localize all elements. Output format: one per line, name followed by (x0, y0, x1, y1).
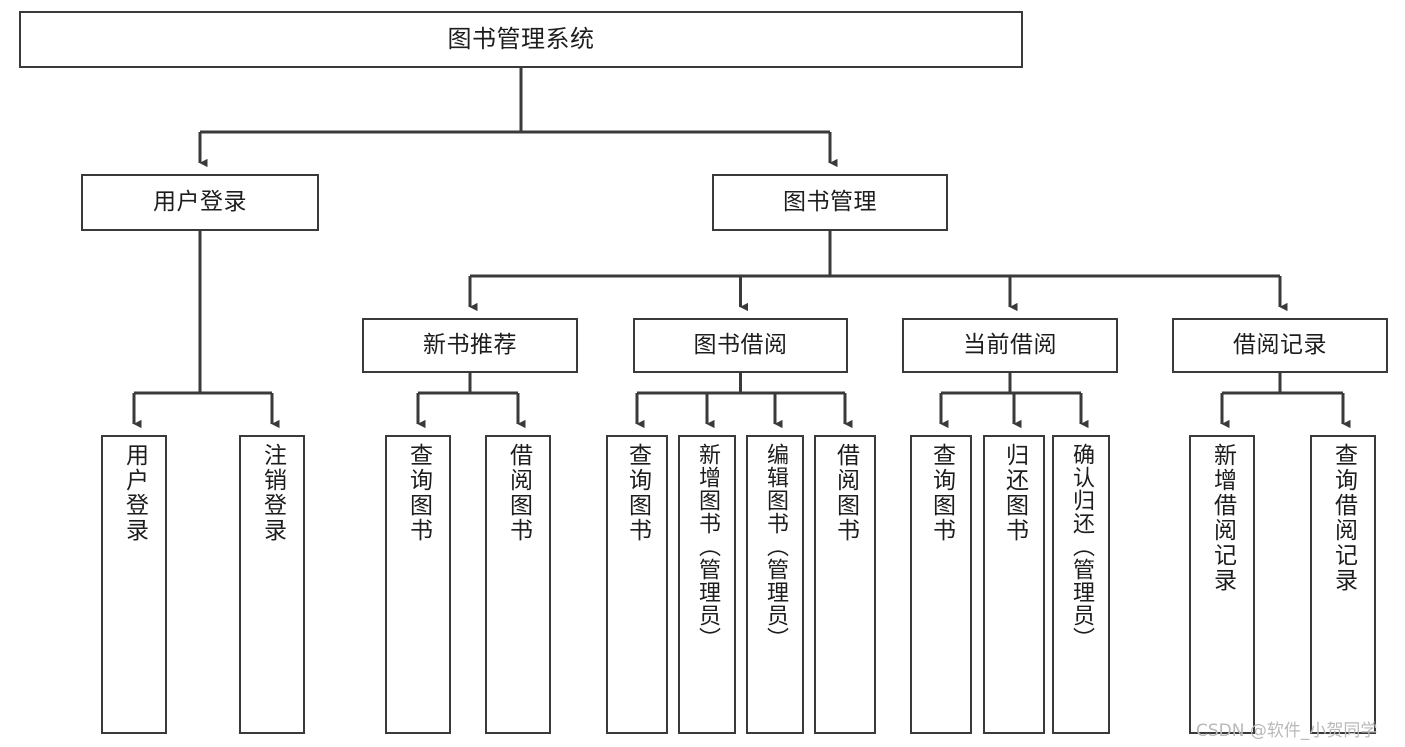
node-label: 用户登录 (153, 188, 247, 215)
node-leaf-user-login[interactable]: 用户登录 (101, 435, 167, 734)
node-leaf-nb-borrow[interactable]: 借阅图书 (485, 435, 551, 734)
node-leaf-cb-return[interactable]: 归还图书 (983, 435, 1045, 734)
csdn-watermark: CSDN @软件_小贺同学 (1196, 721, 1378, 741)
node-label: 图书借阅 (693, 331, 788, 358)
node-label: 当前借阅 (963, 331, 1057, 358)
node-root[interactable]: 图书管理系统 (19, 11, 1023, 68)
node-label: 借阅记录 (1233, 331, 1327, 358)
node-leaf-bb-query[interactable]: 查询图书 (606, 435, 668, 734)
node-label: 查询图书 (405, 443, 432, 543)
node-leaf-nb-query[interactable]: 查询图书 (385, 435, 451, 734)
node-leaf-bb-borrow[interactable]: 借阅图书 (814, 435, 876, 734)
node-label: 借阅图书 (505, 443, 532, 543)
node-label: 借阅图书 (832, 443, 859, 543)
node-label: 图书管理 (783, 188, 877, 215)
node-leaf-bb-edit[interactable]: 编辑图书（管理员） (746, 435, 804, 734)
node-borrow-record[interactable]: 借阅记录 (1172, 318, 1388, 373)
node-leaf-cb-confirm[interactable]: 确认归还（管理员） (1052, 435, 1110, 734)
node-book-manage[interactable]: 图书管理 (712, 174, 948, 231)
node-label: 新增借阅记录 (1209, 443, 1236, 593)
node-label: 确认归还（管理员） (1069, 443, 1094, 650)
node-user-login[interactable]: 用户登录 (81, 174, 319, 231)
node-label: 查询图书 (928, 443, 955, 543)
node-label: 新书推荐 (423, 331, 517, 358)
node-current-borrow[interactable]: 当前借阅 (902, 318, 1118, 373)
node-label: 用户登录 (121, 443, 148, 543)
node-label: 注销登录 (259, 443, 286, 543)
node-label: 查询图书 (624, 443, 651, 543)
node-book-borrow[interactable]: 图书借阅 (633, 318, 848, 373)
node-label: 归还图书 (1001, 443, 1028, 543)
node-leaf-cb-query[interactable]: 查询图书 (910, 435, 972, 734)
node-label: 编辑图书（管理员） (763, 443, 788, 650)
node-leaf-bb-add[interactable]: 新增图书（管理员） (678, 435, 736, 734)
node-leaf-br-add[interactable]: 新增借阅记录 (1189, 435, 1255, 734)
node-leaf-br-query[interactable]: 查询借阅记录 (1310, 435, 1376, 734)
node-label: 新增图书（管理员） (695, 443, 720, 650)
node-label: 图书管理系统 (447, 25, 595, 54)
node-new-book-rec[interactable]: 新书推荐 (362, 318, 578, 373)
node-leaf-logout[interactable]: 注销登录 (239, 435, 305, 734)
node-label: 查询借阅记录 (1330, 443, 1357, 593)
